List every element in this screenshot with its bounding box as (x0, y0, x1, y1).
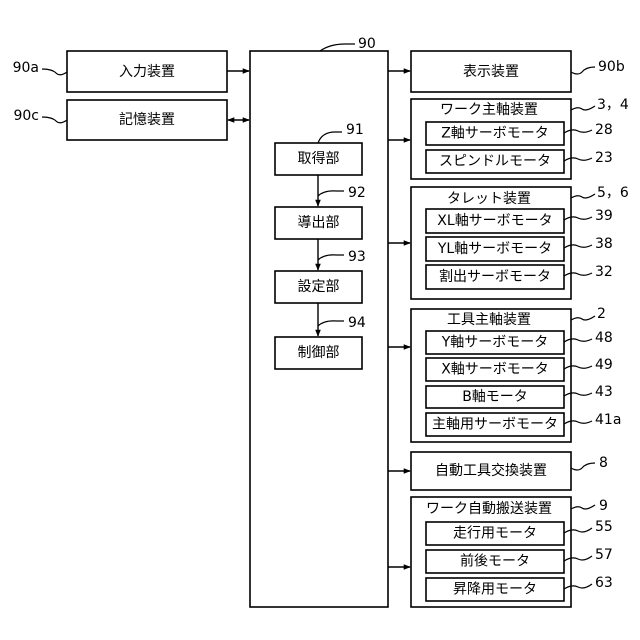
work-transfer-label: ワーク自動搬送装置 (426, 501, 552, 517)
work-transfer-item-label: 前後モータ (460, 553, 530, 570)
atc-leader (571, 463, 595, 470)
tool-spindle-label: 工具主軸装置 (447, 312, 531, 328)
work-spindle-ref: 3，4 (597, 97, 629, 113)
tool-spindle-item-ref: 49 (595, 357, 613, 373)
work-transfer-item-ref: 55 (595, 519, 613, 535)
turret-item-label: 割出サーボモータ (439, 268, 551, 285)
storage-device-leader (42, 117, 67, 123)
tool-spindle-item-ref: 41a (595, 412, 621, 428)
work-transfer-item-label: 昇降用モータ (453, 582, 537, 598)
storage-device-ref: 90c (13, 108, 39, 124)
turret-item-ref: 32 (595, 264, 613, 280)
unit-control-ref: 94 (348, 315, 366, 331)
unit-control-label: 制御部 (298, 345, 340, 361)
input-device-leader (42, 69, 67, 75)
turret-ref: 5，6 (597, 185, 629, 201)
unit-acquisition-label: 取得部 (298, 150, 340, 167)
display-device-leader (571, 67, 595, 74)
tool-spindle-leader (571, 316, 595, 320)
atc-label: 自動工具交換装置 (435, 462, 547, 479)
controller-ref: 90 (358, 36, 376, 52)
tool-spindle-item-ref: 43 (595, 384, 613, 400)
turret-leader (571, 194, 595, 198)
turret-label: タレット装置 (447, 191, 531, 207)
tool-spindle-item-ref: 48 (595, 330, 613, 346)
turret-item-ref: 39 (595, 208, 613, 224)
display-device-ref: 90b (598, 59, 625, 75)
work-spindle-item-ref: 28 (595, 122, 613, 138)
input-device-ref: 90a (13, 60, 39, 76)
unit-derivation-label: 導出部 (298, 215, 340, 231)
turret-item-label: YL軸サーボモータ (437, 241, 552, 257)
work-transfer-item-ref: 63 (595, 575, 613, 591)
tool-spindle-item-label: 主軸用サーボモータ (432, 417, 558, 433)
atc-ref: 8 (599, 455, 608, 471)
work-spindle-item-ref: 23 (595, 150, 613, 166)
turret-item-label: XL軸サーボモータ (437, 213, 552, 229)
unit-acquisition-ref: 91 (346, 122, 364, 138)
tool-spindle-item-label: X軸サーボモータ (441, 362, 549, 378)
tool-spindle-ref: 2 (597, 306, 606, 322)
input-device-label: 入力装置 (119, 64, 175, 80)
work-spindle-item-label: スピンドルモータ (439, 154, 551, 170)
storage-device-label: 記憶装置 (119, 111, 175, 128)
controller-leader (320, 44, 355, 51)
unit-derivation-ref: 92 (348, 185, 366, 201)
work-transfer-item-ref: 57 (595, 547, 613, 563)
work-spindle-item-label: Z軸サーボモータ (441, 126, 549, 142)
turret-item-ref: 38 (595, 236, 613, 252)
work-transfer-item-label: 走行用モータ (453, 526, 537, 542)
unit-setting-label: 設定部 (298, 279, 340, 295)
display-device-label: 表示装置 (463, 64, 519, 80)
work-spindle-leader (571, 106, 595, 110)
work-transfer-ref: 9 (599, 498, 608, 514)
work-transfer-leader (571, 505, 595, 509)
work-spindle-label: ワーク主軸装置 (440, 102, 538, 118)
unit-setting-ref: 93 (348, 249, 366, 265)
tool-spindle-item-label: Y軸サーボモータ (441, 335, 549, 351)
tool-spindle-item-label: B軸モータ (462, 389, 528, 405)
controller-box (250, 51, 388, 607)
